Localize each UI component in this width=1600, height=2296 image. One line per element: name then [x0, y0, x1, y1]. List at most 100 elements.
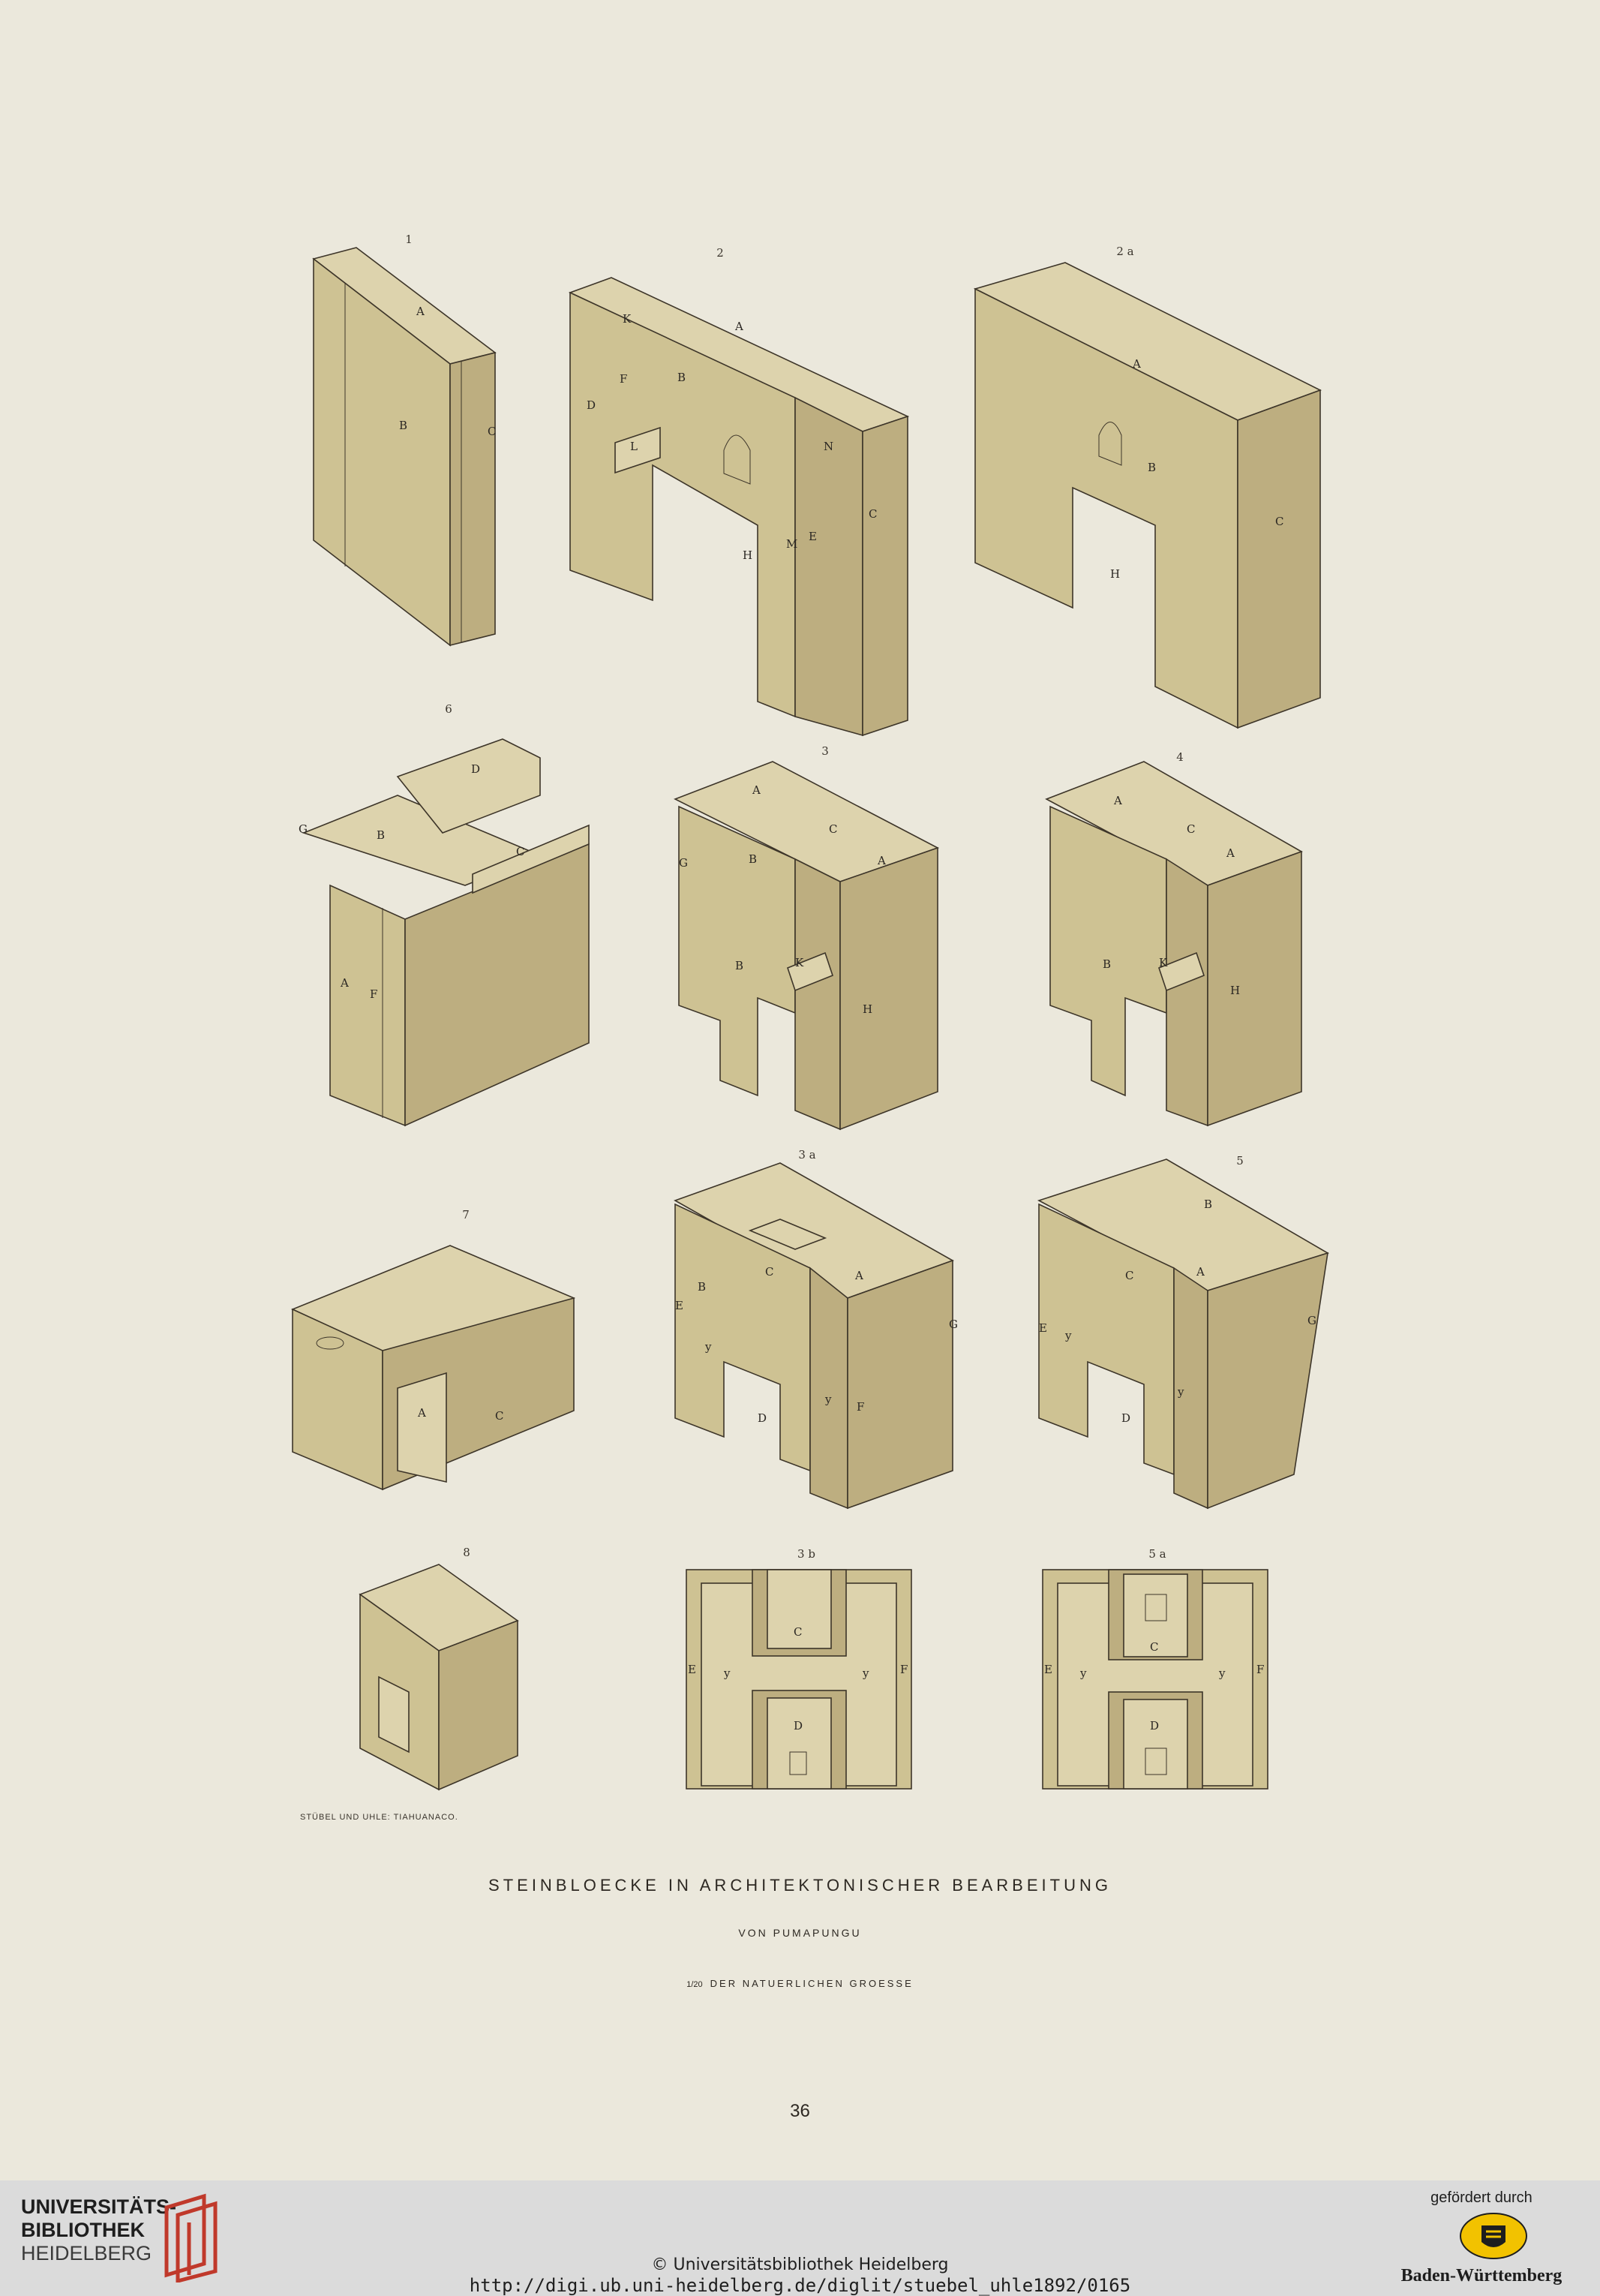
svg-text:A: A	[416, 305, 425, 318]
svg-text:B: B	[1204, 1198, 1212, 1211]
svg-text:E: E	[1039, 1321, 1047, 1335]
figure-8-block	[359, 1564, 519, 1791]
scale-fraction: 1/20	[686, 1980, 703, 1989]
copyright-notice: © Universitätsbibliothek Heidelberg	[651, 2255, 949, 2274]
stone-block-drawings: .f1{fill:#ddd3ad;stroke:#3d3529;stroke-w…	[290, 247, 1329, 1791]
svg-text:F: F	[370, 987, 377, 1001]
figure-5-block: C A B Dy y G E	[1037, 1159, 1329, 1510]
figure-number: 5	[1236, 1154, 1244, 1168]
plate-title: STEINBLOECKE IN ARCHITEKTONISCHER BEARBE…	[488, 1876, 1112, 1895]
svg-text:B: B	[735, 959, 743, 972]
library-name-line: BIBLIOTHEK	[21, 2219, 145, 2241]
svg-text:C: C	[794, 1625, 802, 1639]
svg-text:A: A	[1196, 1265, 1205, 1279]
funded-by-label: gefördert durch	[1430, 2189, 1532, 2206]
digitization-footer	[0, 2180, 1600, 2296]
figure-number: 3	[821, 744, 829, 758]
figure-2a-block: AB CH	[973, 262, 1322, 729]
svg-text:D: D	[758, 1411, 767, 1425]
svg-text:A: A	[1226, 846, 1235, 860]
svg-text:B: B	[1148, 461, 1156, 474]
svg-text:y: y	[1079, 1666, 1087, 1680]
figure-number: 4	[1176, 750, 1184, 764]
page-number: 36	[790, 2101, 810, 2121]
svg-text:K: K	[795, 956, 804, 969]
figure-number: 6	[445, 702, 452, 716]
funder-name: Baden-Württemberg	[1400, 2266, 1562, 2285]
figure-number: 2	[716, 246, 724, 260]
svg-text:A: A	[734, 320, 743, 333]
figure-number: 3 b	[797, 1547, 815, 1561]
svg-text:C: C	[1125, 1269, 1133, 1282]
plate-credit: STÜBEL UND UHLE: TIAHUANACO.	[300, 1813, 458, 1822]
svg-text:D: D	[794, 1719, 803, 1733]
svg-text:y: y	[704, 1340, 712, 1354]
svg-text:F: F	[1256, 1663, 1264, 1676]
svg-text:G: G	[949, 1318, 958, 1331]
svg-text:A: A	[1132, 357, 1141, 371]
library-name-line: UNIVERSITÄTS-	[21, 2195, 177, 2218]
figure-number: 1	[405, 233, 413, 246]
svg-text:G: G	[1307, 1314, 1316, 1327]
figure-number: 2 a	[1116, 245, 1134, 258]
svg-text:D: D	[1150, 1719, 1159, 1733]
svg-text:A: A	[854, 1269, 863, 1282]
figure-2-block: KAB FDL NEC HM	[568, 277, 910, 737]
svg-text:C: C	[829, 822, 837, 836]
svg-text:C: C	[495, 1409, 503, 1423]
svg-text:A: A	[417, 1406, 426, 1420]
svg-text:C: C	[1150, 1640, 1158, 1654]
svg-text:H: H	[743, 548, 752, 562]
figure-6-block: D B C A F G	[299, 738, 590, 1127]
svg-text:y: y	[1218, 1666, 1226, 1680]
library-name-line: HEIDELBERG	[21, 2242, 152, 2264]
svg-text:F: F	[900, 1663, 908, 1676]
library-name: UNIVERSITÄTS- BIBLIOTHEK HEIDELBERG	[21, 2195, 176, 2265]
svg-text:K: K	[623, 312, 632, 326]
svg-text:L: L	[630, 440, 638, 453]
svg-text:F: F	[857, 1400, 864, 1414]
svg-text:G: G	[679, 856, 688, 870]
svg-text:E: E	[809, 530, 817, 543]
svg-text:B: B	[377, 828, 385, 842]
svg-text:A: A	[877, 854, 886, 867]
svg-text:y: y	[862, 1666, 869, 1680]
svg-text:G: G	[299, 822, 308, 836]
svg-text:H: H	[1110, 567, 1120, 581]
plate-subtitle: VON PUMAPUNGU	[738, 1927, 862, 1939]
svg-text:E: E	[1044, 1663, 1052, 1676]
figure-number: 8	[463, 1546, 470, 1559]
ub-heidelberg-logo-icon	[164, 2193, 218, 2282]
svg-text:D: D	[1121, 1411, 1130, 1425]
permalink[interactable]: http://digi.ub.uni-heidelberg.de/diglit/…	[469, 2275, 1131, 2296]
figure-number: 5 a	[1148, 1547, 1166, 1561]
svg-text:N: N	[824, 440, 833, 453]
svg-text:A: A	[752, 783, 761, 797]
baden-wuerttemberg-seal-icon	[1460, 2213, 1527, 2259]
svg-text:B: B	[1103, 957, 1111, 971]
svg-text:C: C	[869, 507, 877, 521]
svg-text:F: F	[620, 372, 627, 386]
svg-text:A: A	[340, 976, 349, 990]
figure-number: 7	[462, 1208, 470, 1222]
svg-text:B: B	[698, 1280, 706, 1294]
svg-text:E: E	[688, 1663, 696, 1676]
svg-text:y: y	[1064, 1329, 1072, 1342]
svg-text:D: D	[471, 762, 480, 776]
svg-text:B: B	[749, 852, 757, 866]
svg-text:y: y	[824, 1393, 832, 1406]
svg-text:B: B	[399, 419, 407, 432]
svg-text:y: y	[1177, 1385, 1184, 1399]
svg-text:C: C	[516, 845, 524, 858]
svg-text:K: K	[1159, 956, 1168, 969]
svg-text:M: M	[786, 537, 797, 551]
figure-number: 3 a	[798, 1148, 816, 1162]
